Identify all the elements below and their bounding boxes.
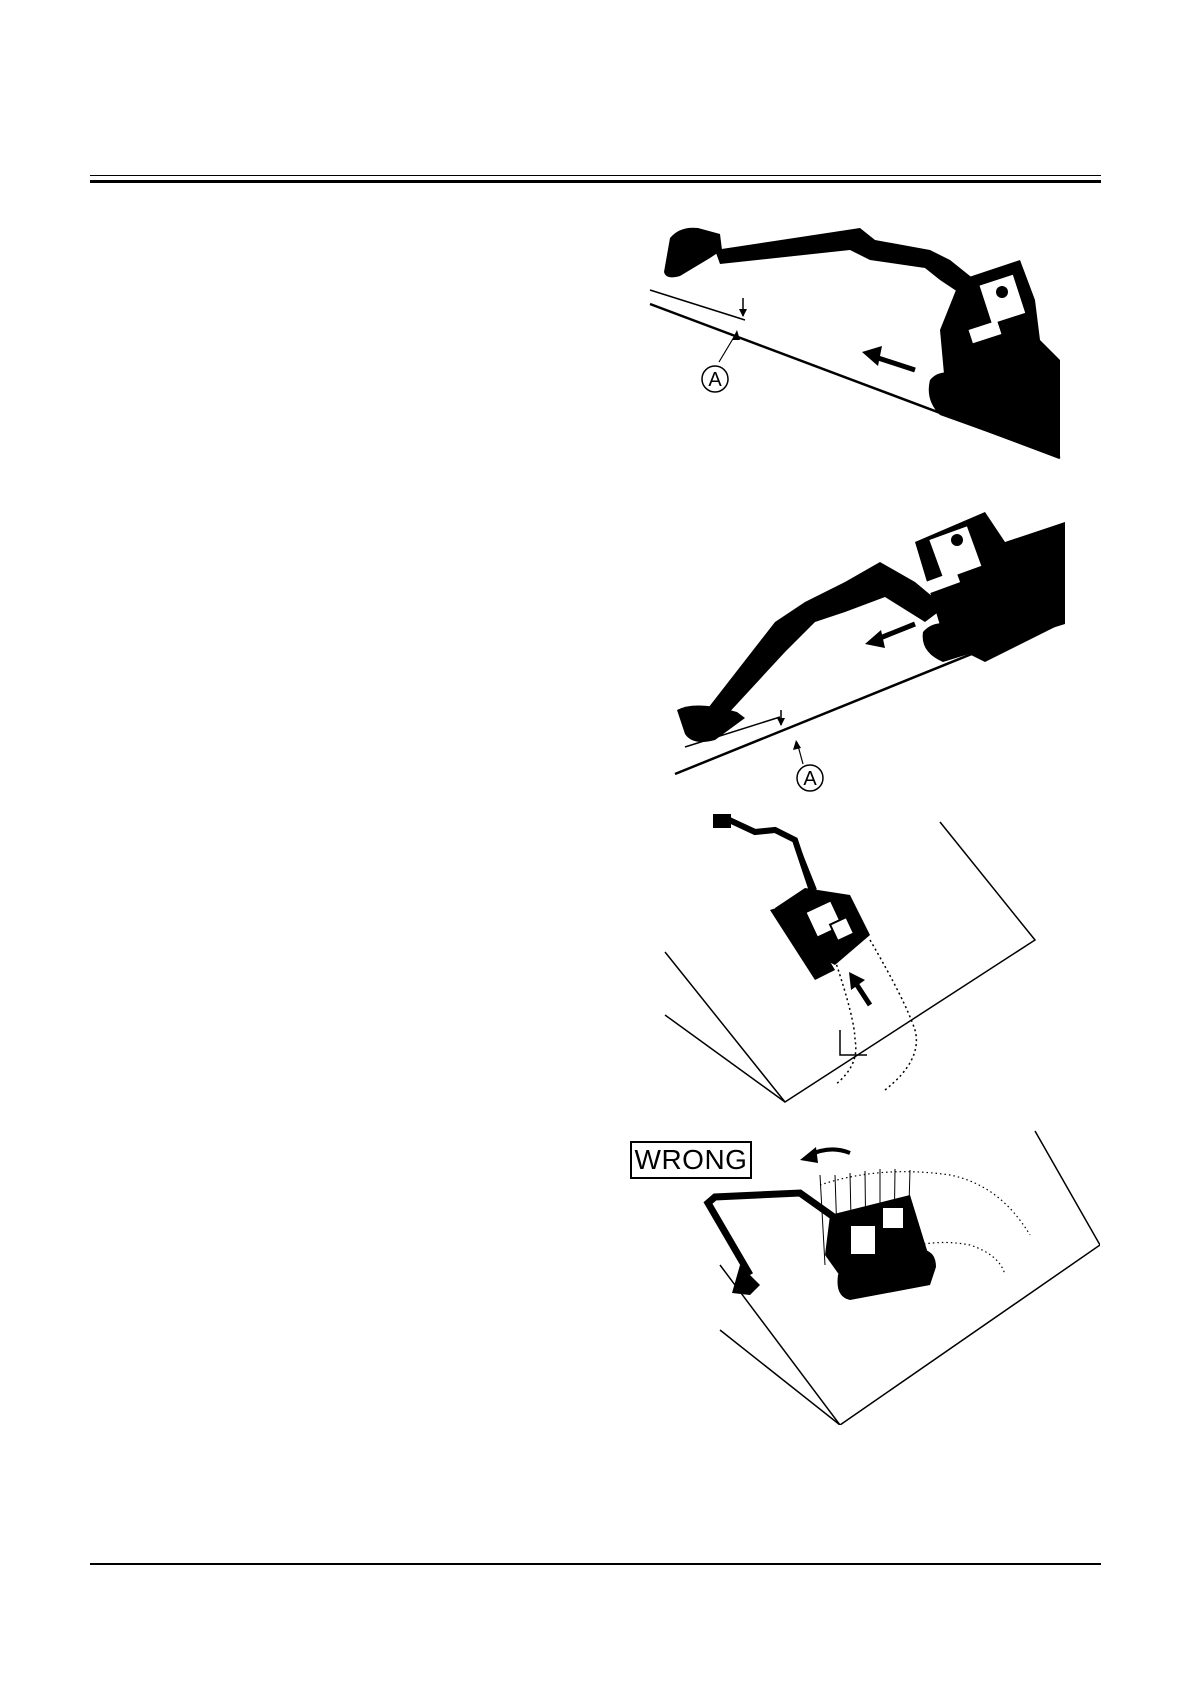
excavator-icon bbox=[664, 228, 1060, 458]
direction-arrow-icon bbox=[849, 972, 870, 1005]
figure-excavator-climb-straight bbox=[655, 810, 1075, 1110]
figure-excavator-downhill-2: A bbox=[665, 512, 1065, 802]
track-marks bbox=[835, 940, 916, 1090]
footer-rule bbox=[90, 1563, 1101, 1565]
header-rule-thick bbox=[90, 180, 1101, 183]
wrong-warning-label: WRONG bbox=[630, 1141, 752, 1179]
header-rule-thin bbox=[90, 175, 1101, 176]
slope-outline bbox=[665, 822, 1035, 1102]
callout-label-a: A bbox=[803, 768, 817, 790]
rotation-arrow-icon bbox=[800, 1147, 850, 1163]
dimension-indicator bbox=[777, 710, 803, 764]
figure-excavator-downhill-1: A bbox=[640, 220, 1070, 460]
excavator-icon bbox=[677, 512, 1065, 742]
excavator-icon bbox=[708, 1193, 936, 1300]
direction-arrow-icon bbox=[862, 346, 915, 370]
callout-label-a: A bbox=[708, 369, 722, 391]
dimension-indicator bbox=[719, 298, 747, 362]
direction-arrow-icon bbox=[865, 624, 915, 648]
excavator-icon bbox=[713, 814, 870, 980]
